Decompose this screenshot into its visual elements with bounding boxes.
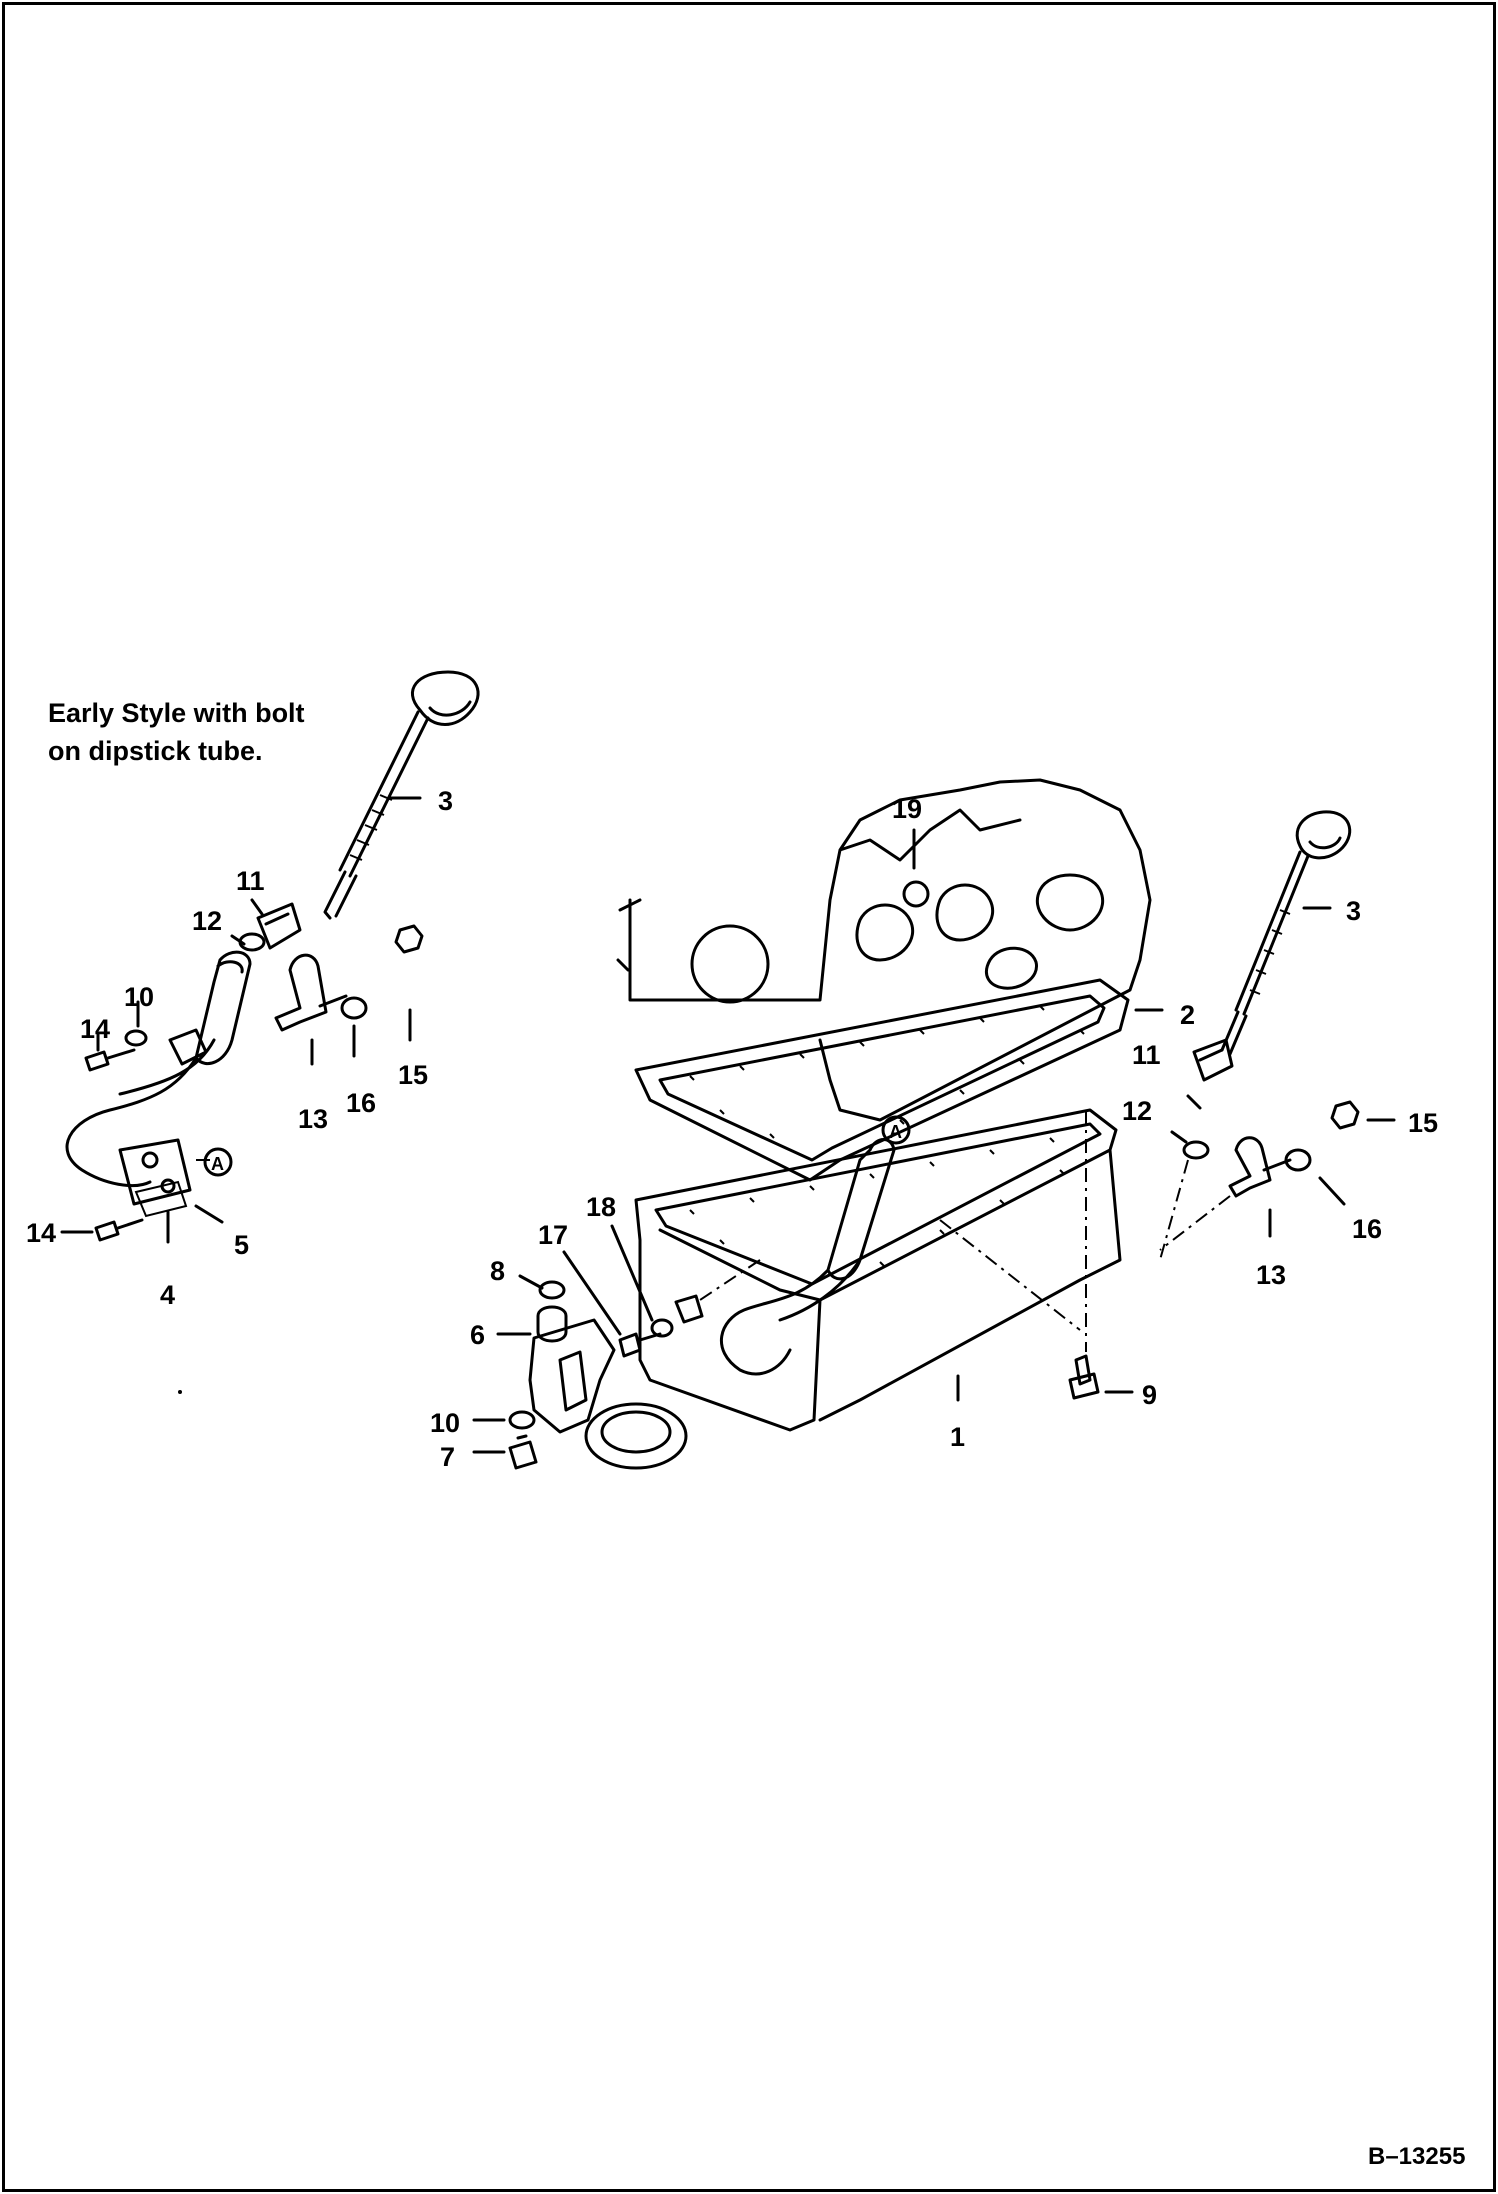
callout-early-5: 5 (234, 1230, 249, 1260)
main-washer-10 (508, 1410, 536, 1430)
early-washer-10 (124, 1029, 148, 1047)
callout-early-13: 13 (298, 1104, 328, 1134)
callout-main-12: 12 (1122, 1096, 1152, 1126)
callout-early-14b: 14 (26, 1218, 56, 1248)
main-gasket-8 (538, 1280, 566, 1300)
main-bracket-11 (1192, 1038, 1234, 1082)
early-dipstick-handle (411, 670, 480, 726)
main-washer-16 (1284, 1148, 1312, 1172)
early-tube-bend (65, 1038, 216, 1188)
callout-early-4: 4 (160, 1280, 175, 1310)
callout-early-11: 11 (236, 866, 265, 896)
early-flange-bolt-hole (141, 1151, 159, 1169)
early-ref-a-label: A (211, 1154, 224, 1174)
early-bracket (256, 902, 302, 950)
callout-main-10: 10 (430, 1408, 460, 1438)
early-dipstick-knurl (349, 794, 393, 861)
main-nut-7 (508, 1434, 538, 1470)
callout-main-8: 8 (490, 1256, 505, 1286)
callout-early-12: 12 (192, 906, 222, 936)
stray-dot (178, 1390, 182, 1394)
callout-main-7: 7 (440, 1442, 455, 1472)
callout-main-2: 2 (1180, 1000, 1195, 1030)
main-dipstick-tube (720, 1138, 896, 1376)
main-oil-pan (634, 1108, 1122, 1432)
main-plug-19 (902, 880, 930, 908)
early-bolt-14b (94, 1218, 144, 1242)
engine-round-cover (690, 924, 770, 1004)
callout-main-15: 15 (1408, 1108, 1438, 1138)
main-dipstick-handle (1295, 810, 1352, 860)
main-drain-plug-9 (1068, 1354, 1100, 1400)
early-leaders (60, 796, 422, 1244)
callout-main-13: 13 (1256, 1260, 1286, 1290)
main-gasket-2 (634, 978, 1130, 1182)
callout-main-1: 1 (950, 1422, 965, 1452)
early-nut-15 (394, 924, 424, 954)
early-clamp-bolt (318, 994, 348, 1008)
main-strainer-6 (528, 1318, 616, 1434)
caption-line-2: on dipstick tube. (48, 736, 263, 766)
main-gasket-2-holes (689, 1005, 1085, 1139)
callout-main-19: 19 (892, 794, 922, 824)
figure-id: B–13255 (1368, 2143, 1465, 2170)
main-oil-pan-flange (654, 1122, 1102, 1286)
callout-main-18: 18 (586, 1192, 616, 1222)
early-ref-a-circle (203, 1147, 233, 1177)
main-drain-boss (674, 1294, 704, 1324)
callout-main-9: 9 (1142, 1380, 1157, 1410)
main-strainer-screen (584, 1402, 688, 1470)
main-alignment-lines (699, 1110, 1231, 1352)
callout-main-11: 11 (1132, 1040, 1161, 1070)
callout-early-15: 15 (398, 1060, 428, 1090)
callout-early-10: 10 (124, 982, 154, 1012)
main-dipstick-knurl (1249, 909, 1291, 995)
main-clamp-bracket-13 (1228, 1136, 1272, 1198)
main-dipstick-rod (1220, 850, 1310, 1056)
early-flange (118, 1138, 192, 1206)
engine-block (616, 778, 1152, 1122)
main-strainer-collar (536, 1305, 568, 1343)
main-ref-a-label: A (889, 1122, 902, 1142)
early-tube-bolt-bracket (168, 1028, 208, 1066)
early-gasket (134, 1180, 188, 1218)
early-washer-16 (340, 996, 368, 1020)
early-bolt-14a (84, 1048, 136, 1072)
callout-main-3: 3 (1346, 896, 1361, 926)
callout-main-6: 6 (470, 1320, 485, 1350)
callout-early-14a: 14 (80, 1014, 110, 1044)
callout-early-16: 16 (346, 1088, 376, 1118)
main-washer-18 (650, 1318, 674, 1338)
callout-early-3: 3 (438, 786, 453, 816)
early-dipstick-rod (323, 710, 430, 920)
callout-main-16: 16 (1352, 1214, 1382, 1244)
main-leaders (472, 828, 1396, 1454)
callout-main-17: 17 (538, 1220, 568, 1250)
engine-ports (855, 873, 1105, 990)
main-o-ring-12 (1182, 1140, 1210, 1160)
early-style-assembly: A (65, 670, 480, 1242)
caption-line-1: Early Style with bolt (48, 698, 305, 728)
early-clamp-bracket (274, 953, 328, 1032)
main-oil-pan-flange-holes (689, 1137, 1065, 1267)
main-ref-a-circle (881, 1115, 911, 1145)
main-nut-15 (1330, 1100, 1360, 1130)
main-assembly: A (508, 778, 1360, 1470)
main-strainer-screen-inner (600, 1410, 672, 1454)
